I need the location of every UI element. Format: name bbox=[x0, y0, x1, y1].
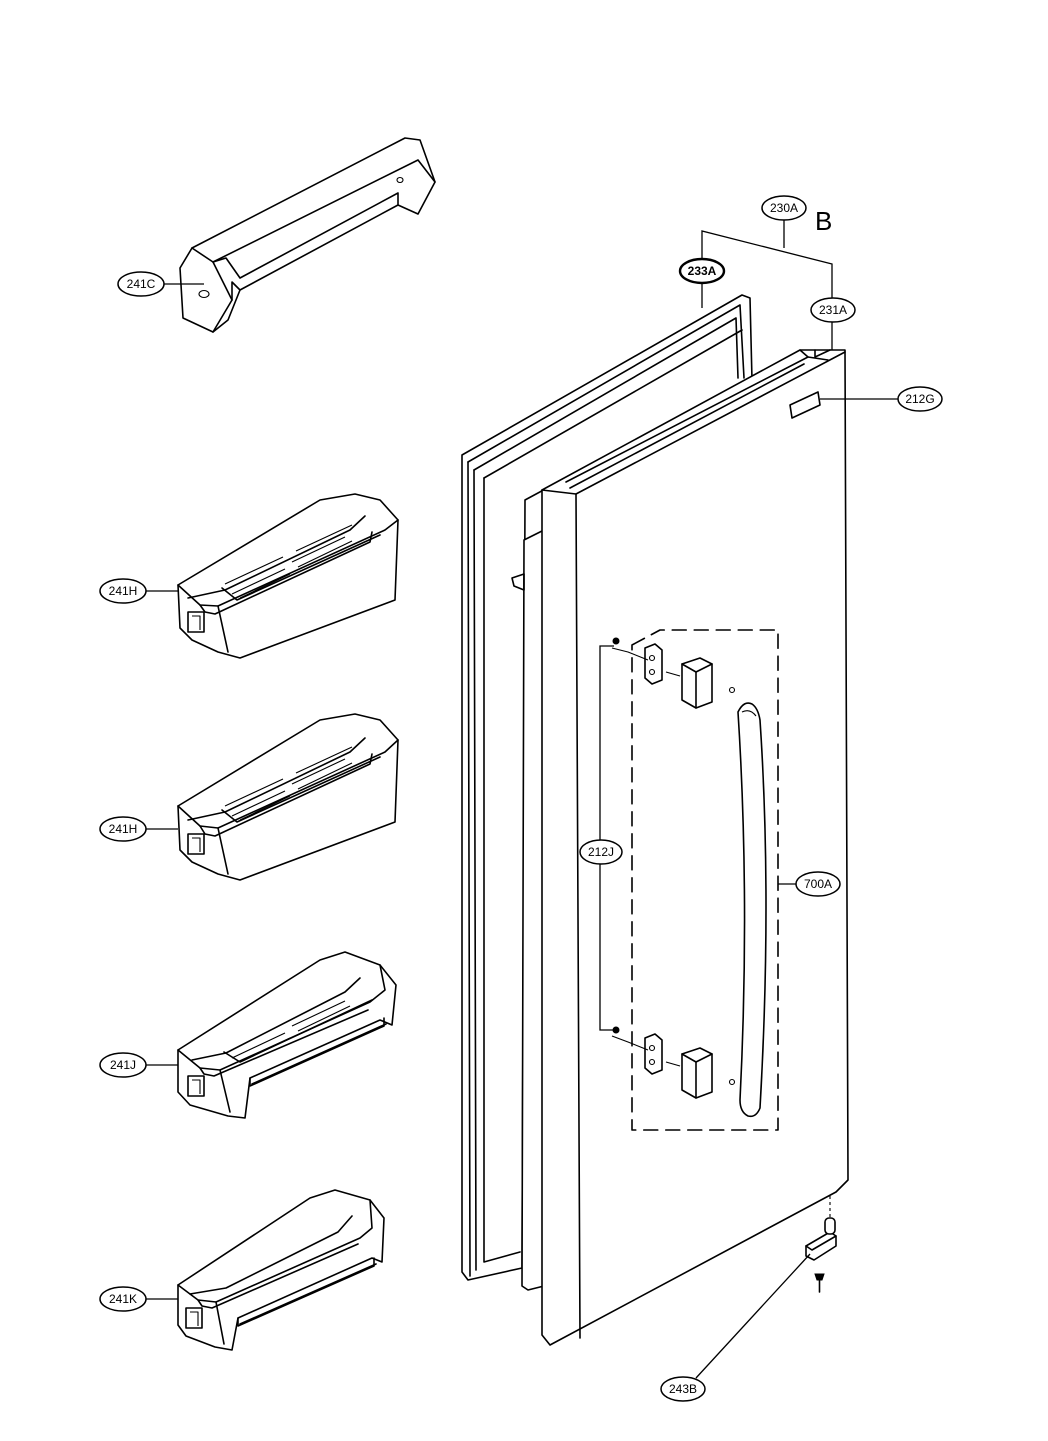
callout-700A: 700A bbox=[795, 871, 841, 897]
svg-text:231A: 231A bbox=[819, 303, 847, 317]
callout-241H-bottom: 241H bbox=[99, 816, 147, 842]
callout-212J: 212J bbox=[579, 839, 623, 865]
svg-text:233A: 233A bbox=[688, 264, 717, 278]
part-241H-door-bin-1 bbox=[177, 493, 399, 659]
part-243B-hinge bbox=[805, 1196, 837, 1293]
callout-230A: 230A bbox=[761, 195, 807, 221]
callout-241H-top: 241H bbox=[99, 578, 147, 604]
callout-241C: 241C bbox=[117, 271, 165, 297]
callout-231A: 231A bbox=[810, 297, 856, 323]
part-241K-door-bin bbox=[177, 1189, 385, 1351]
svg-text:212G: 212G bbox=[905, 392, 934, 406]
svg-text:241C: 241C bbox=[127, 277, 156, 291]
svg-text:241H: 241H bbox=[109, 584, 138, 598]
callout-243B: 243B bbox=[660, 1376, 706, 1402]
svg-text:700A: 700A bbox=[804, 877, 832, 891]
svg-text:241J: 241J bbox=[110, 1058, 136, 1072]
svg-text:212J: 212J bbox=[588, 845, 614, 859]
callouts: 241C 230A 233A 231A 212G 241H 241H 212J bbox=[99, 195, 943, 1402]
view-letter: B bbox=[815, 206, 832, 236]
leader-lines bbox=[146, 219, 898, 1379]
callout-212G: 212G bbox=[897, 386, 943, 412]
svg-text:241K: 241K bbox=[109, 1292, 137, 1306]
part-241J-door-bin bbox=[177, 951, 397, 1119]
part-231A-door-assembly bbox=[511, 349, 849, 1346]
svg-text:230A: 230A bbox=[770, 201, 798, 215]
part-241H-door-bin-2 bbox=[177, 713, 399, 881]
part-241C-door-rail bbox=[179, 137, 436, 333]
callout-241K: 241K bbox=[99, 1286, 147, 1312]
svg-text:241H: 241H bbox=[109, 822, 138, 836]
callout-241J: 241J bbox=[99, 1052, 147, 1078]
svg-text:243B: 243B bbox=[669, 1382, 697, 1396]
part-233A-door-gasket bbox=[461, 294, 753, 1281]
part-700A-handle-kit bbox=[611, 629, 779, 1131]
callout-233A: 233A bbox=[678, 257, 726, 285]
